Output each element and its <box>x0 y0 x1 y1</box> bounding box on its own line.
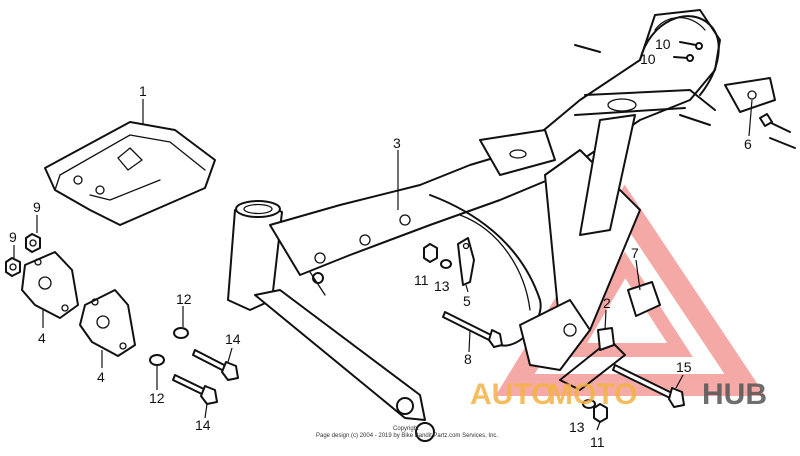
bolt-14-lower <box>172 374 218 405</box>
callout-8: 8 <box>464 351 472 367</box>
bolt-15 <box>612 364 685 408</box>
callout-9-right: 9 <box>33 199 41 215</box>
bolt-10-upper <box>679 41 703 50</box>
callout-1: 1 <box>139 83 147 99</box>
callout-14-upper: 14 <box>225 331 241 347</box>
callout-9-left: 9 <box>9 229 17 245</box>
plate-7 <box>627 281 661 317</box>
watermark-wordmark: AUTO MOTO HUB <box>470 378 767 411</box>
callout-7: 7 <box>631 245 639 261</box>
washer-12-upper <box>173 327 189 339</box>
callout-2: 2 <box>603 295 611 311</box>
bolt-8 <box>442 311 503 348</box>
watermark-auto: AUTO <box>470 378 554 411</box>
callout-4-upper: 4 <box>38 330 46 346</box>
nut-11-upper <box>423 243 438 263</box>
callout-11-upper: 11 <box>414 272 429 288</box>
callout-13-upper: 13 <box>434 278 450 294</box>
clip-2 <box>597 327 615 351</box>
callout-3: 3 <box>393 135 401 151</box>
nut-9-left <box>5 257 21 277</box>
bolt-10-lower <box>673 54 694 62</box>
washer-13-upper <box>440 259 452 269</box>
callout-5: 5 <box>463 293 471 309</box>
seat-lock-bracket <box>724 77 796 149</box>
copyright-line-1: Copyright <box>393 426 419 432</box>
callout-10-lower: 10 <box>640 51 656 67</box>
bolt-14-upper <box>192 349 239 381</box>
callout-6: 6 <box>744 136 752 152</box>
nut-11-lower <box>593 403 608 423</box>
callout-10-upper: 10 <box>655 36 671 52</box>
stay-bracket-5 <box>457 237 475 286</box>
leader-lines <box>13 99 753 431</box>
callout-14-lower: 14 <box>195 417 211 433</box>
nut-9-right <box>25 233 41 253</box>
engine-hanger-plate-upper <box>21 251 79 319</box>
watermark-moto: MOTO <box>548 378 637 411</box>
callout-15: 15 <box>676 359 692 375</box>
washer-13-lower <box>582 399 596 409</box>
copyright-line-2: Page design (c) 2004 - 2019 by Bike Band… <box>316 433 498 439</box>
main-frame <box>227 9 721 442</box>
engine-hanger-plate-lower <box>79 289 136 357</box>
washer-12-lower <box>149 354 165 366</box>
skid-plate <box>44 121 216 226</box>
callout-11-lower: 11 <box>590 434 605 450</box>
callout-12-lower: 12 <box>149 390 165 406</box>
callout-12-upper: 12 <box>176 291 192 307</box>
watermark-hub: HUB <box>702 378 767 411</box>
callout-4-lower: 4 <box>97 369 105 385</box>
callout-13-lower: 13 <box>569 419 585 435</box>
callout-labels: 1 2 3 4 4 5 6 7 8 9 9 10 10 11 11 13 13 … <box>9 36 752 450</box>
